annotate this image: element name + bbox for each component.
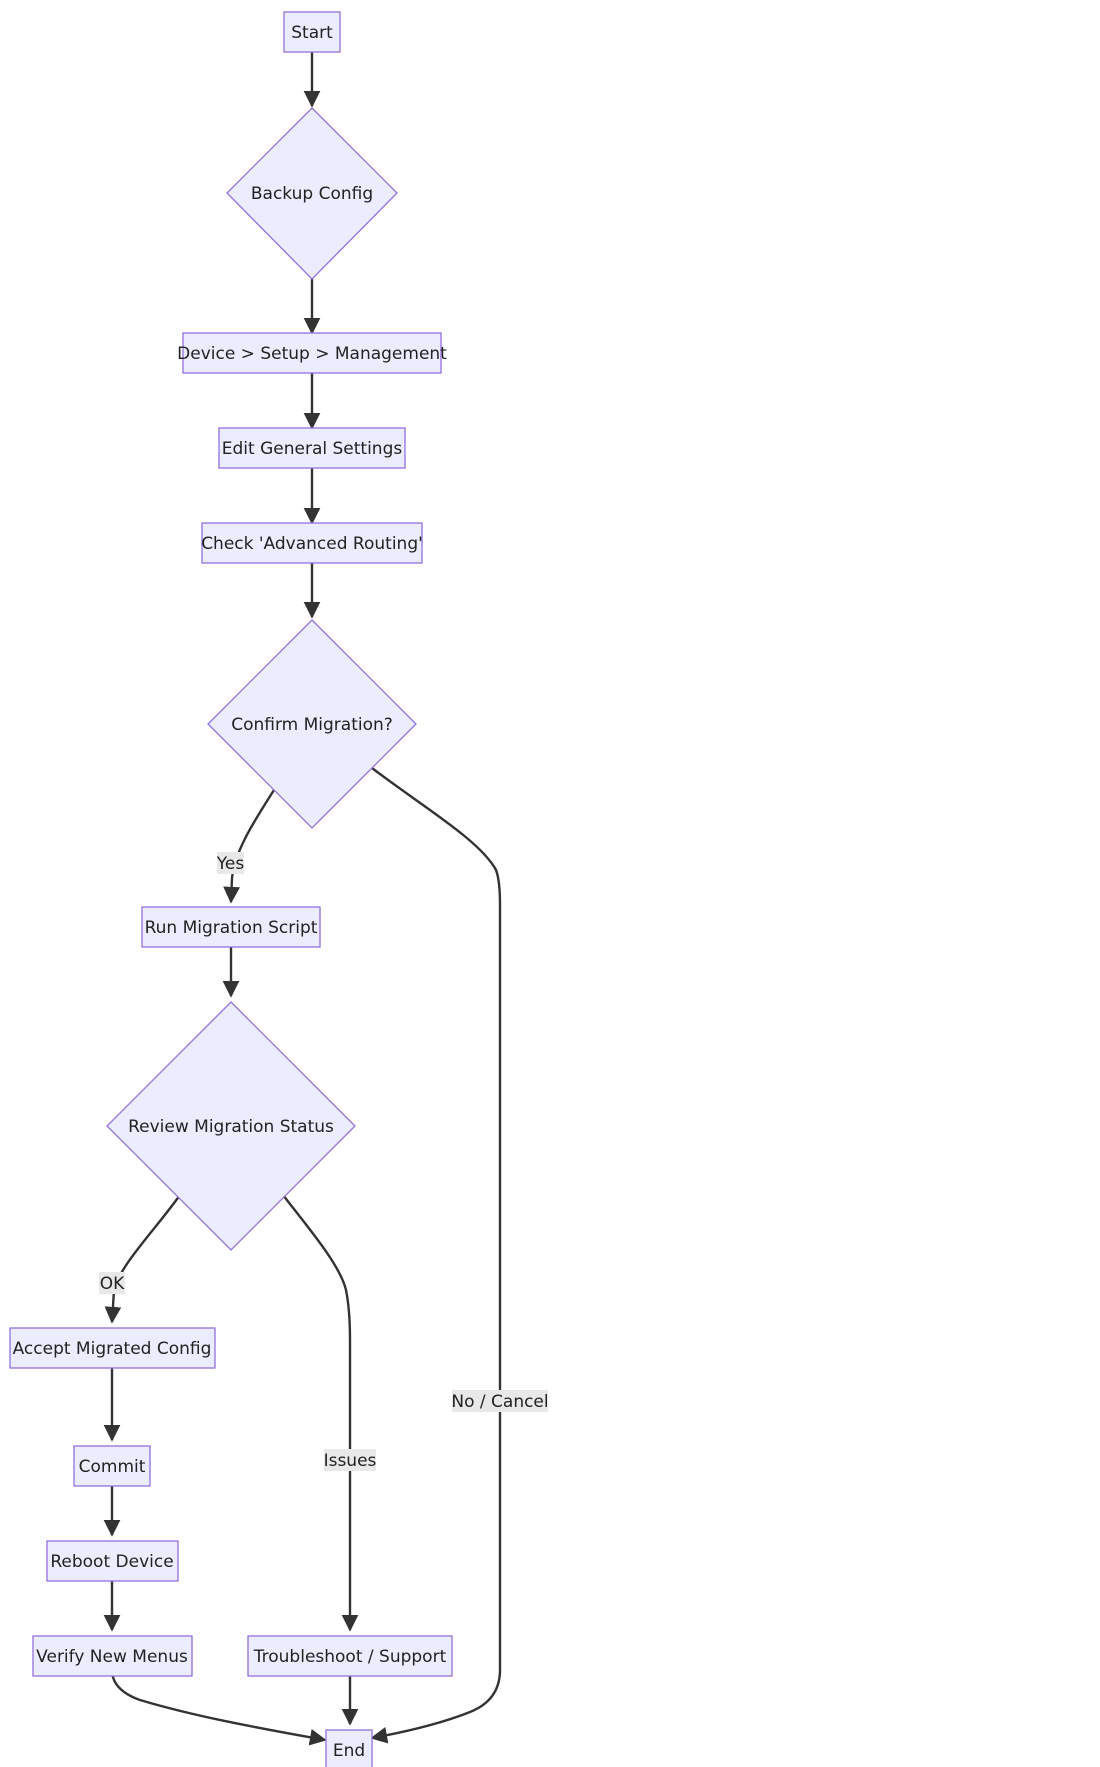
node-backup-config: Backup Config <box>226 107 398 280</box>
edge-label-ok: OK <box>100 1274 125 1294</box>
node-device-setup-management-label: Device > Setup > Management <box>177 344 447 364</box>
node-accept-migrated-config: Accept Migrated Config <box>9 1327 216 1369</box>
node-end: End <box>325 1729 373 1767</box>
node-device-setup-management: Device > Setup > Management <box>177 332 447 374</box>
node-confirm-migration-label: Confirm Migration? <box>231 715 393 735</box>
node-run-migration-script: Run Migration Script <box>141 906 321 948</box>
node-backup-config-label: Backup Config <box>251 184 373 204</box>
edge-labels: Yes No / Cancel OK Issues <box>99 852 549 1471</box>
node-reboot-device: Reboot Device <box>46 1540 179 1582</box>
node-troubleshoot-support-label: Troubleshoot / Support <box>253 1647 447 1667</box>
node-reboot-device-label: Reboot Device <box>50 1552 173 1572</box>
node-troubleshoot-support: Troubleshoot / Support <box>247 1635 453 1677</box>
nodes: Start Backup Config Device > Setup > Man… <box>9 11 453 1767</box>
edges <box>103 52 502 1746</box>
node-commit: Commit <box>73 1445 151 1487</box>
edge-review-accept <box>104 1194 181 1324</box>
node-edit-general-settings: Edit General Settings <box>218 427 406 469</box>
node-commit-label: Commit <box>79 1457 146 1477</box>
edge-verify-end <box>110 1669 327 1746</box>
edge-review-troubleshoot <box>282 1194 359 1632</box>
node-accept-migrated-config-label: Accept Migrated Config <box>13 1339 212 1359</box>
edge-label-issues: Issues <box>324 1451 377 1471</box>
node-start: Start <box>283 11 341 53</box>
node-verify-new-menus: Verify New Menus <box>32 1635 193 1677</box>
edge-label-yes: Yes <box>216 854 245 874</box>
node-edit-general-settings-label: Edit General Settings <box>222 439 403 459</box>
node-start-label: Start <box>291 23 333 43</box>
edge-label-no-cancel: No / Cancel <box>451 1392 548 1412</box>
node-run-migration-script-label: Run Migration Script <box>145 918 318 938</box>
node-review-migration-status: Review Migration Status <box>106 1001 356 1251</box>
edge-confirm-run <box>223 789 276 904</box>
node-check-advanced-routing: Check 'Advanced Routing' <box>201 522 423 564</box>
node-end-label: End <box>333 1741 365 1761</box>
node-confirm-migration: Confirm Migration? <box>207 619 417 829</box>
node-review-migration-status-label: Review Migration Status <box>128 1117 334 1137</box>
node-verify-new-menus-label: Verify New Menus <box>36 1647 188 1667</box>
edge-confirm-end <box>370 767 502 1744</box>
node-check-advanced-routing-label: Check 'Advanced Routing' <box>201 534 423 554</box>
